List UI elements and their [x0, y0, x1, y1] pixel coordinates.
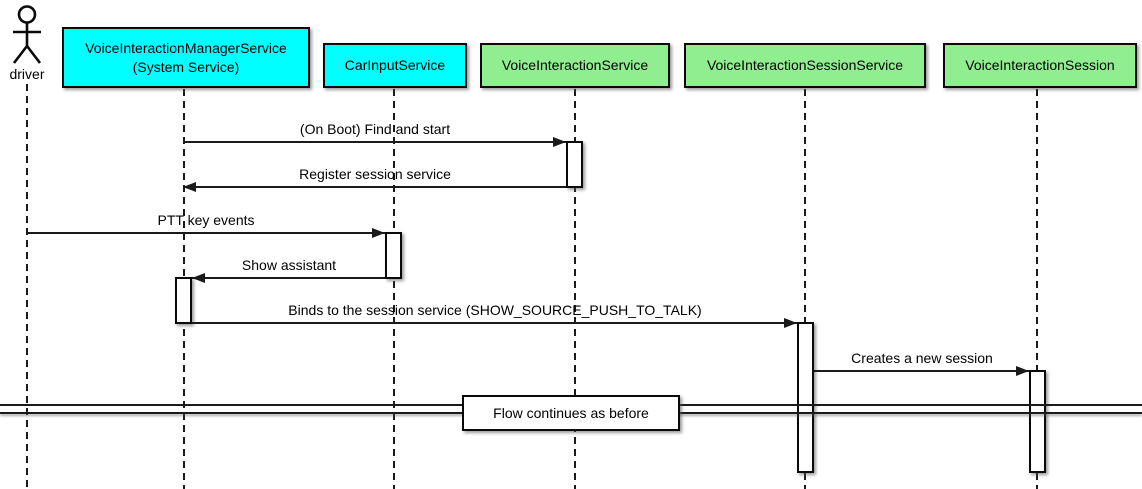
arrowhead-right-icon: [784, 318, 797, 328]
participant-voice-interaction-session-service: VoiceInteractionSessionService: [684, 43, 926, 88]
arrowhead-left-icon: [183, 182, 196, 192]
activation-bar-voice-interaction-session: [1029, 370, 1046, 473]
participant-voice-interaction-session: VoiceInteractionSession: [943, 43, 1137, 88]
arrowhead-right-icon: [372, 228, 385, 238]
message-line: [184, 186, 566, 188]
participant-label: VoiceInteractionSessionService: [706, 57, 904, 73]
arrowhead-right-icon: [1016, 366, 1029, 376]
actor-driver-label: driver: [9, 66, 45, 82]
message-line: [27, 232, 385, 234]
lifeline-car-input-service: [393, 89, 395, 489]
activation-bar-voice-interaction-manager-service: [175, 277, 192, 324]
message-label-ptt-key-events: PTT key events: [157, 212, 255, 228]
divider-label-box: Flow continues as before: [462, 395, 680, 431]
message-label-binds-to-session-service: Binds to the session service (SHOW_SOURC…: [288, 302, 702, 318]
participant-label: VoiceInteractionSession: [965, 57, 1115, 73]
participant-label: CarInputService: [344, 57, 446, 73]
lifeline-voice-interaction-service: [574, 89, 576, 489]
participant-voice-interaction-service: VoiceInteractionService: [480, 43, 670, 88]
participant-car-input-service: CarInputService: [323, 43, 467, 88]
participant-label: VoiceInteractionService: [501, 57, 649, 73]
participant-voice-interaction-manager-service: VoiceInteractionManagerService (System S…: [62, 27, 310, 88]
participant-sublabel: (System Service): [132, 58, 240, 75]
message-line: [814, 370, 1029, 372]
arrowhead-right-icon: [553, 137, 566, 147]
message-label-show-assistant: Show assistant: [241, 257, 337, 273]
message-line: [184, 141, 566, 143]
message-line: [192, 277, 385, 279]
actor-driver-icon: [12, 5, 42, 64]
divider-label: Flow continues as before: [493, 405, 649, 421]
participant-label: VoiceInteractionManagerService: [85, 39, 287, 56]
message-label-creates-new-session: Creates a new session: [851, 350, 993, 366]
activation-bar-voice-interaction-session-service: [797, 322, 814, 473]
message-label-on-boot-find-and-start: (On Boot) Find and start: [299, 121, 451, 137]
message-line: [192, 322, 797, 324]
lifeline-driver: [26, 84, 28, 489]
activation-bar-car-input-service: [385, 232, 402, 279]
lifeline-voice-interaction-session-service: [804, 89, 806, 489]
activation-bar-voice-interaction-service: [566, 141, 583, 188]
arrowhead-left-icon: [192, 273, 205, 283]
message-label-register-session-service: Register session service: [299, 166, 451, 182]
lifeline-voice-interaction-session: [1036, 89, 1038, 489]
